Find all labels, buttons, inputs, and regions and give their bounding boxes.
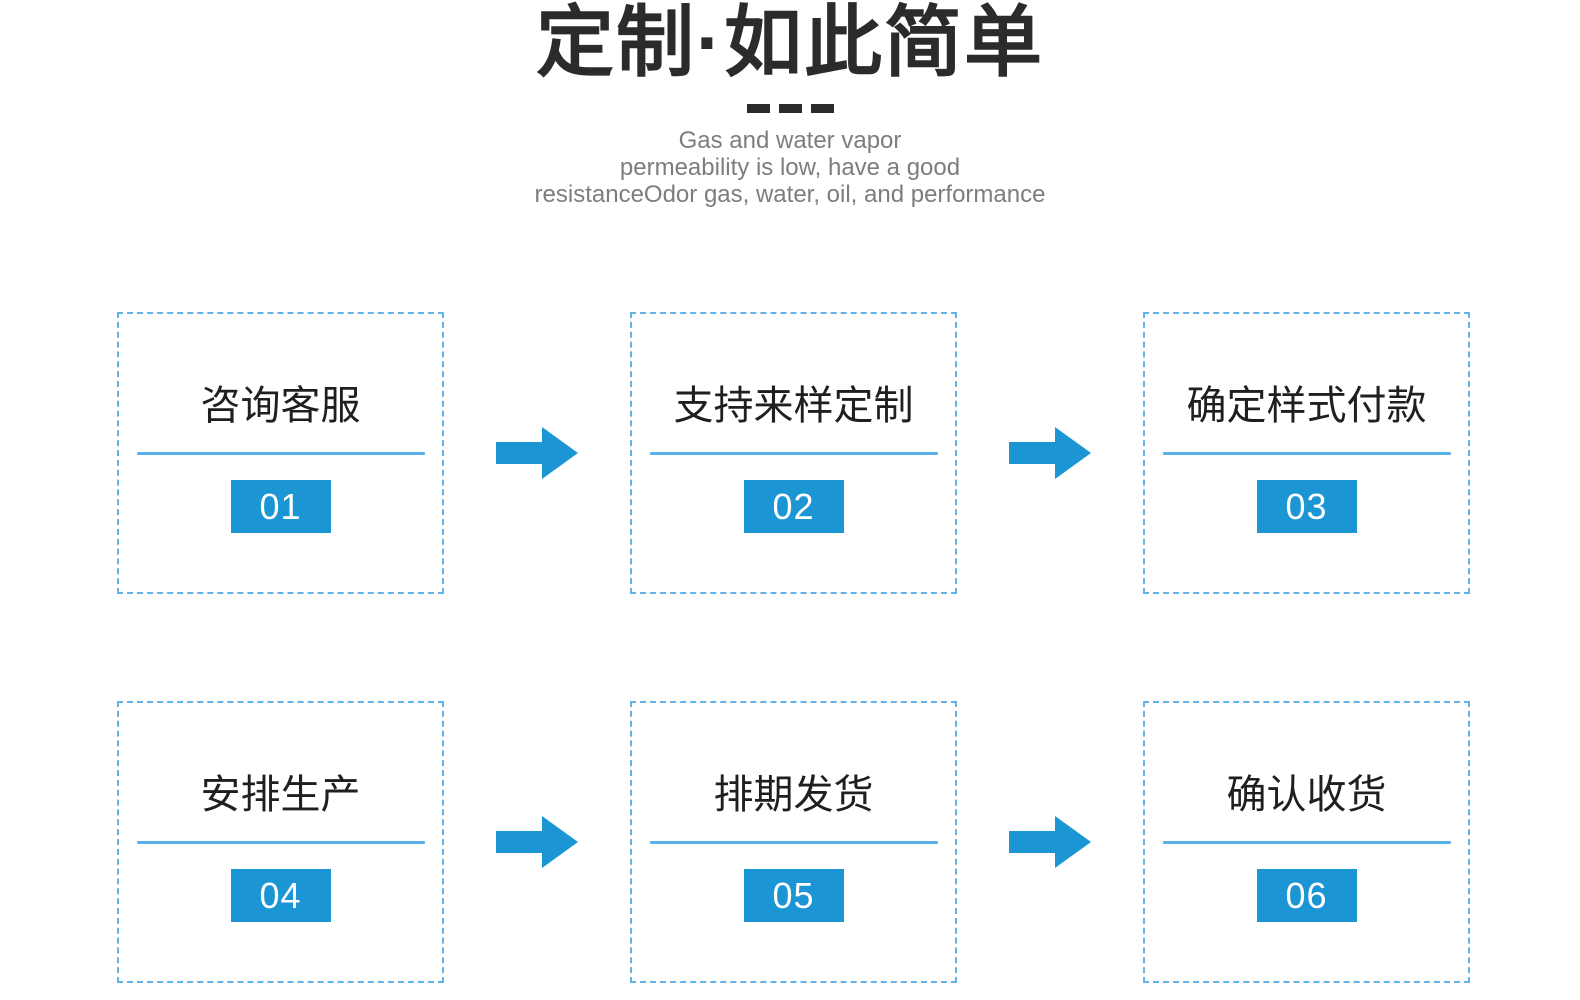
step-card-02[interactable]: 支持来样定制 02 <box>630 312 957 594</box>
flow-connector <box>957 701 1143 983</box>
step-divider-rule <box>649 452 938 455</box>
arrow-right-icon <box>1009 816 1091 868</box>
subtitle-line-3: resistanceOdor gas, water, oil, and perf… <box>534 180 1046 208</box>
step-label: 支持来样定制 <box>673 384 914 428</box>
subtitle-line-2: permeability is low, have a good <box>619 153 961 181</box>
step-card-01[interactable]: 咨询客服 01 <box>117 312 444 594</box>
flow-connector <box>444 312 630 594</box>
flow-row-bottom: 安排生产 04 排期发货 05 确认收货 06 <box>0 700 1580 984</box>
step-label: 咨询客服 <box>200 384 361 428</box>
step-number-badge: 04 <box>230 869 331 922</box>
step-card-05[interactable]: 排期发货 05 <box>630 701 957 983</box>
step-label: 确定样式付款 <box>1186 384 1427 428</box>
subtitle-line-1: Gas and water vapor <box>678 126 902 154</box>
flow-connector <box>957 312 1143 594</box>
dash-segment <box>810 104 834 114</box>
step-card-03[interactable]: 确定样式付款 03 <box>1143 312 1470 594</box>
step-label: 确认收货 <box>1226 773 1387 817</box>
step-divider-rule <box>1162 452 1451 455</box>
step-number-badge: 06 <box>1256 869 1357 922</box>
step-divider-rule <box>136 841 425 844</box>
step-card-06[interactable]: 确认收货 06 <box>1143 701 1470 983</box>
flow-connector <box>444 701 630 983</box>
step-label: 安排生产 <box>200 773 361 817</box>
step-divider-rule <box>1162 841 1451 844</box>
step-divider-rule <box>136 452 425 455</box>
step-number-badge: 05 <box>743 869 844 922</box>
dash-segment <box>778 104 802 114</box>
arrow-right-icon <box>496 427 578 479</box>
step-label: 排期发货 <box>713 773 874 817</box>
step-number-badge: 01 <box>230 480 331 533</box>
process-flow-diagram: 咨询客服 01 支持来样定制 02 确定样式付款 03 安排生 <box>0 311 1580 984</box>
step-number-badge: 02 <box>743 480 844 533</box>
arrow-right-icon <box>496 816 578 868</box>
step-card-04[interactable]: 安排生产 04 <box>117 701 444 983</box>
dash-segment <box>746 104 770 114</box>
page-subtitle: Gas and water vapor permeability is low,… <box>0 126 1580 209</box>
flow-row-top: 咨询客服 01 支持来样定制 02 确定样式付款 03 <box>0 311 1580 595</box>
page-header: 定制·如此简单 Gas and water vapor permeability… <box>0 0 1580 209</box>
step-divider-rule <box>649 841 938 844</box>
page-title: 定制·如此简单 <box>536 0 1044 86</box>
arrow-right-icon <box>1009 427 1091 479</box>
three-dashes-icon <box>0 102 1580 116</box>
step-number-badge: 03 <box>1256 480 1357 533</box>
